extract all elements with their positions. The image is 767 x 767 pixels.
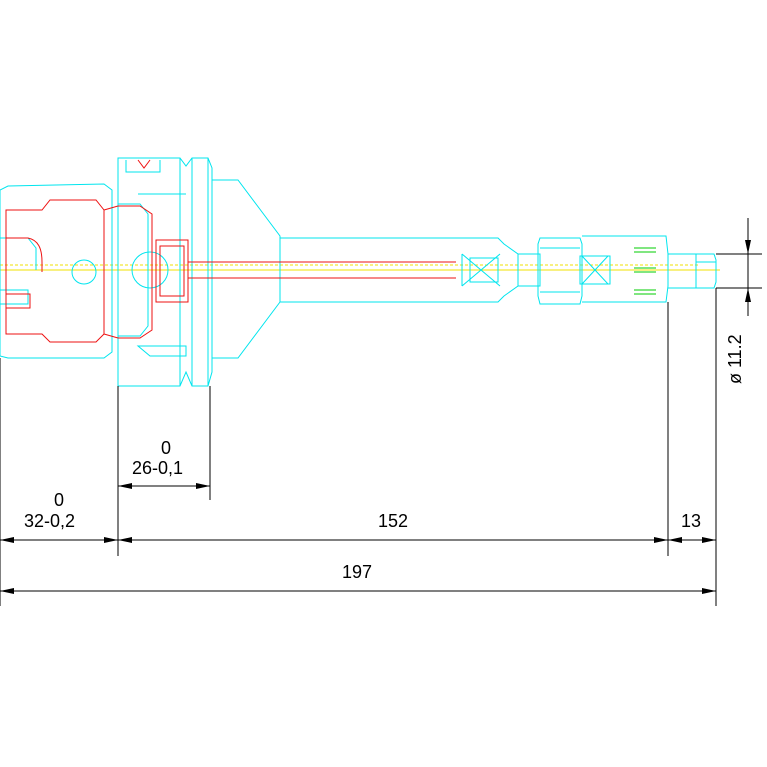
dimension-26-label: 26-0,1 <box>132 458 183 478</box>
dimension-26-value: 26 <box>132 458 152 478</box>
clamping-part <box>5 159 456 343</box>
dimension-labels: 197 152 13 0 32-0,2 0 26-0,1 ø 11.2 <box>24 334 745 582</box>
dimension-32-label: 32-0,2 <box>24 511 75 531</box>
dimension-total-label: 197 <box>342 562 372 582</box>
diameter-label: ø 11.2 <box>725 334 745 384</box>
dimension-26-deviation: 0 <box>161 438 171 458</box>
dimension-32-value: 32 <box>24 511 44 531</box>
dimension-lines <box>0 218 751 594</box>
dimension-152-label: 152 <box>378 511 408 531</box>
holder-body-outline <box>0 157 717 387</box>
extension-lines <box>0 253 762 606</box>
centerline <box>0 264 720 271</box>
dimension-32-tolerance: -0,2 <box>44 511 75 531</box>
dimension-13-label: 13 <box>681 511 701 531</box>
pin-details <box>634 247 656 295</box>
dimension-26-tolerance: -0,1 <box>152 458 183 478</box>
holder-inner-details <box>0 160 611 357</box>
dimension-32-deviation: 0 <box>54 490 64 510</box>
